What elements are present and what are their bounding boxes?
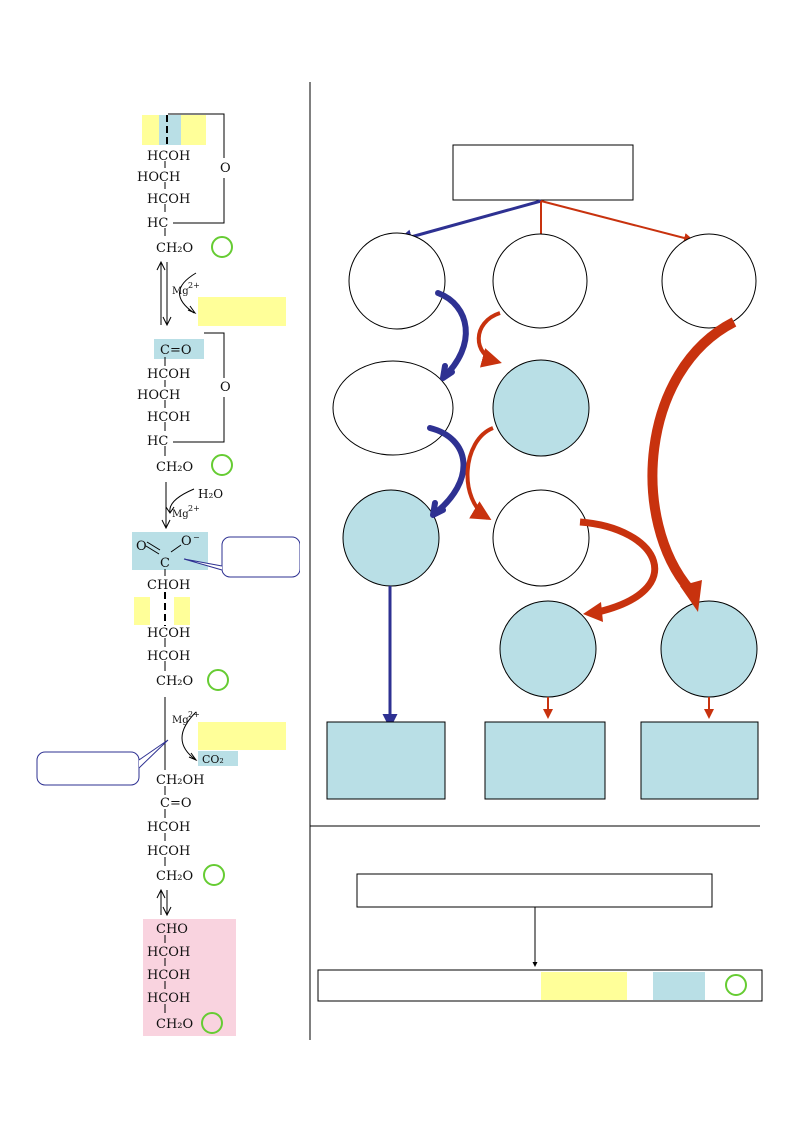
callout-1 — [183, 536, 300, 578]
s4-row-3: HCOH — [147, 844, 190, 859]
s3-carb-c: C — [160, 556, 170, 571]
reaction-1: Mg 2+ — [156, 260, 286, 327]
node-3 — [661, 233, 757, 329]
curved-arrow-red-long — [647, 317, 737, 594]
s4-row-1: C=O — [160, 796, 192, 811]
s3-row-1: CHOH — [147, 578, 190, 593]
s2-ring-o: O — [220, 380, 231, 395]
highlight-blue-2 — [154, 339, 204, 359]
arrowhead-red-3 — [583, 602, 603, 622]
s5-row-3: HCOH — [147, 991, 190, 1006]
structure-5: CHO HCOH HCOH HCOH CH₂O — [143, 919, 236, 1036]
water-label: H₂O — [198, 487, 223, 501]
curved-arrow-blue-2 — [427, 425, 467, 518]
node-1 — [348, 232, 446, 330]
s2-row-4: HC — [147, 434, 168, 449]
s1-row-5: CH₂O — [156, 241, 193, 256]
s1-row-4: HC — [147, 216, 168, 231]
structure-4: CH₂OH C=O HCOH HCOH CH₂O — [147, 773, 225, 886]
summary-highlight-blue — [653, 972, 705, 1000]
co2-highlight — [198, 751, 238, 766]
s4-row-0: CH₂OH — [156, 773, 205, 788]
s2-row-2: HOCH — [137, 388, 180, 403]
s1-ring-o: O — [220, 161, 231, 176]
node-4 — [332, 360, 454, 456]
mg-charge-1: 2+ — [188, 281, 200, 290]
arrowhead-red-long — [680, 580, 702, 612]
s4-row-2: HCOH — [147, 820, 190, 835]
s1-row-1: HCOH — [147, 149, 190, 164]
highlight-blue-3 — [132, 532, 208, 570]
curved-arrow-blue-1 — [435, 290, 469, 381]
curved-arrow-red-2 — [465, 426, 494, 521]
highlight-yellow-left-1 — [142, 115, 159, 145]
highlight-yellow-right-3 — [174, 597, 190, 625]
s3-o-right: O — [181, 534, 192, 549]
highlight-yellow-left-3 — [134, 597, 150, 625]
reaction-2: H₂O Mg 2+ — [161, 482, 223, 530]
node-2 — [492, 233, 588, 329]
s4-row-5: CH₂O — [156, 869, 193, 884]
curved-arrow-red-3 — [579, 518, 659, 616]
callout-2 — [36, 739, 169, 786]
cofactor-box-1 — [198, 297, 286, 326]
s3-o-charge: − — [193, 533, 200, 542]
curved-arrow-red-1 — [476, 311, 502, 368]
cofactor-box-3 — [198, 722, 286, 750]
s2-row-5: CH₂O — [156, 460, 193, 475]
structure-3: O O − C CHOH HCOH HCOH CH₂O — [132, 532, 229, 691]
reaction-3: Mg 2+ CO₂ — [164, 697, 286, 770]
s3-row-5: CH₂O — [156, 674, 193, 689]
s2-row-3: HCOH — [147, 410, 190, 425]
s2-row-1: HCOH — [147, 367, 190, 382]
mg-label-1: Mg — [172, 286, 189, 297]
s5-row-1: HCOH — [147, 945, 190, 960]
co2-label: CO₂ — [202, 753, 224, 766]
phosphate-circle-4 — [203, 864, 225, 886]
product-box-2 — [484, 721, 606, 800]
phosphate-circle-3 — [207, 669, 229, 691]
mg-charge-2: 2+ — [188, 504, 200, 513]
mg-label-2: Mg — [172, 509, 189, 520]
s1-row-3: HCOH — [147, 192, 190, 207]
node-9 — [660, 600, 758, 698]
arrow-source-to-node-3 — [540, 200, 694, 243]
product-box-3 — [640, 721, 759, 800]
s3-o-left: O — [136, 539, 147, 554]
summary-phosphate-circle — [725, 974, 747, 996]
structure-1: HCOH HOCH HCOH HC CH₂O O — [137, 113, 233, 258]
mg-charge-3: 2+ — [188, 710, 200, 719]
source-box — [452, 144, 634, 201]
reaction-scheme: HCOH HOCH HCOH HC CH₂O O Mg 2+ C=O HCOH … — [36, 113, 300, 1036]
phosphate-circle-5 — [201, 1012, 223, 1034]
reaction-4 — [156, 888, 172, 917]
node-5 — [492, 359, 590, 457]
summary-box-top — [356, 873, 713, 908]
s1-row-2: HOCH — [137, 170, 180, 185]
summary-highlight-yellow — [541, 972, 627, 1000]
mg-label-3: Mg — [172, 715, 189, 726]
highlight-yellow-right-1 — [181, 115, 206, 145]
product-box-1 — [326, 721, 446, 800]
arrow-source-to-node-1 — [397, 199, 542, 245]
node-6 — [342, 489, 440, 587]
phosphate-circle-2 — [211, 454, 233, 476]
phosphate-circle-1 — [211, 236, 233, 258]
s5-row-0: CHO — [156, 922, 188, 937]
s3-row-2: HCOH — [147, 626, 190, 641]
s2-row-0: C=O — [160, 343, 192, 358]
node-7 — [492, 489, 590, 587]
s3-row-3: HCOH — [147, 649, 190, 664]
s5-row-2: HCOH — [147, 968, 190, 983]
s5-row-5: CH₂O — [156, 1017, 193, 1032]
highlight-blue-1 — [159, 115, 181, 145]
node-8 — [499, 600, 597, 698]
structure-2: C=O HCOH HOCH HCOH HC CH₂O O — [137, 332, 233, 476]
